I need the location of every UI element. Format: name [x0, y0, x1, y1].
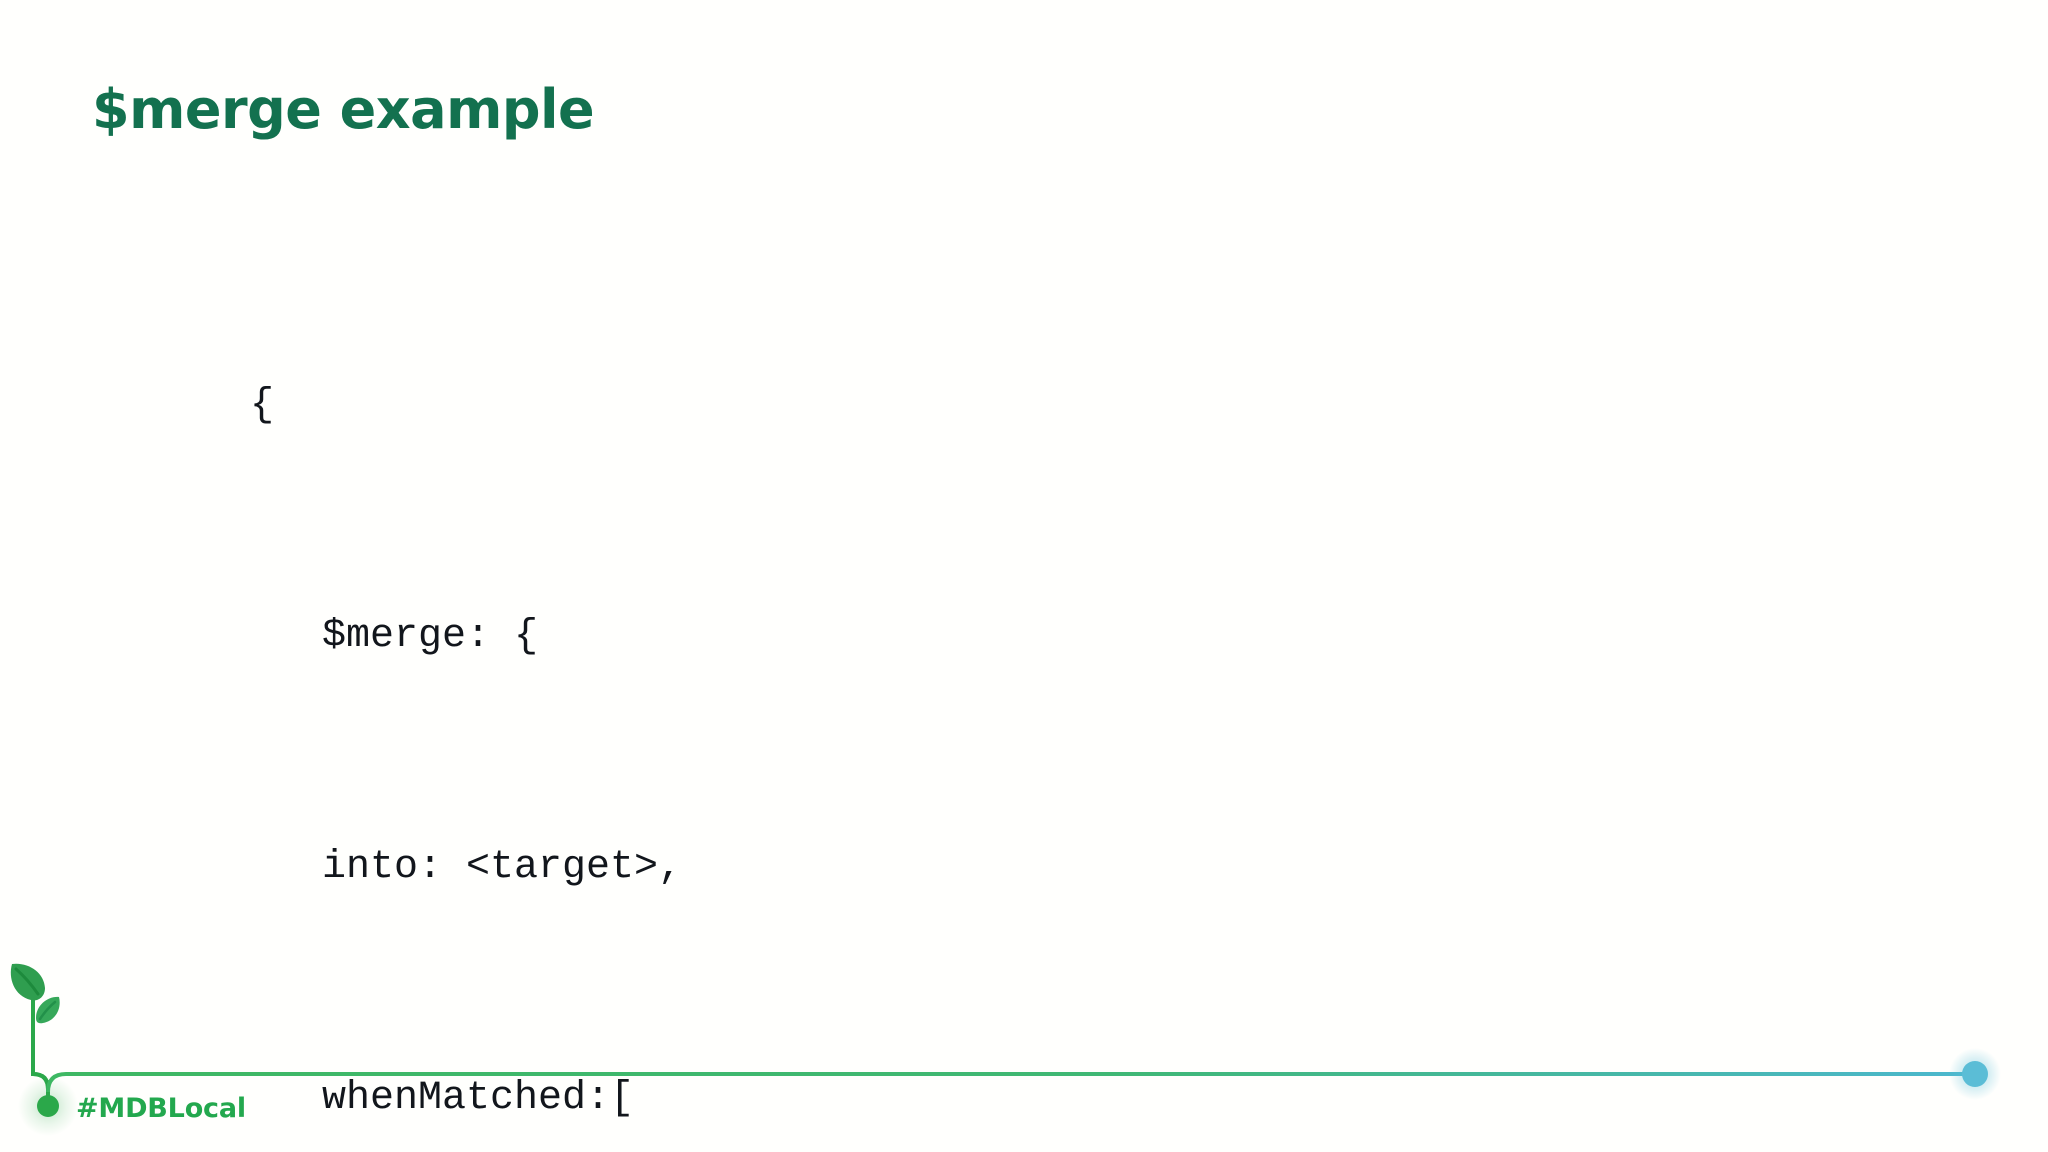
code-line: { [250, 383, 275, 428]
code-block: { $merge: { into: <target>, whenMatched:… [0, 290, 2048, 1152]
page-title: $merge example [92, 78, 595, 141]
code-line: into: <target>, [322, 845, 683, 890]
code-line: $merge: { [322, 614, 539, 659]
code-line: whenMatched:[ [322, 1076, 635, 1121]
